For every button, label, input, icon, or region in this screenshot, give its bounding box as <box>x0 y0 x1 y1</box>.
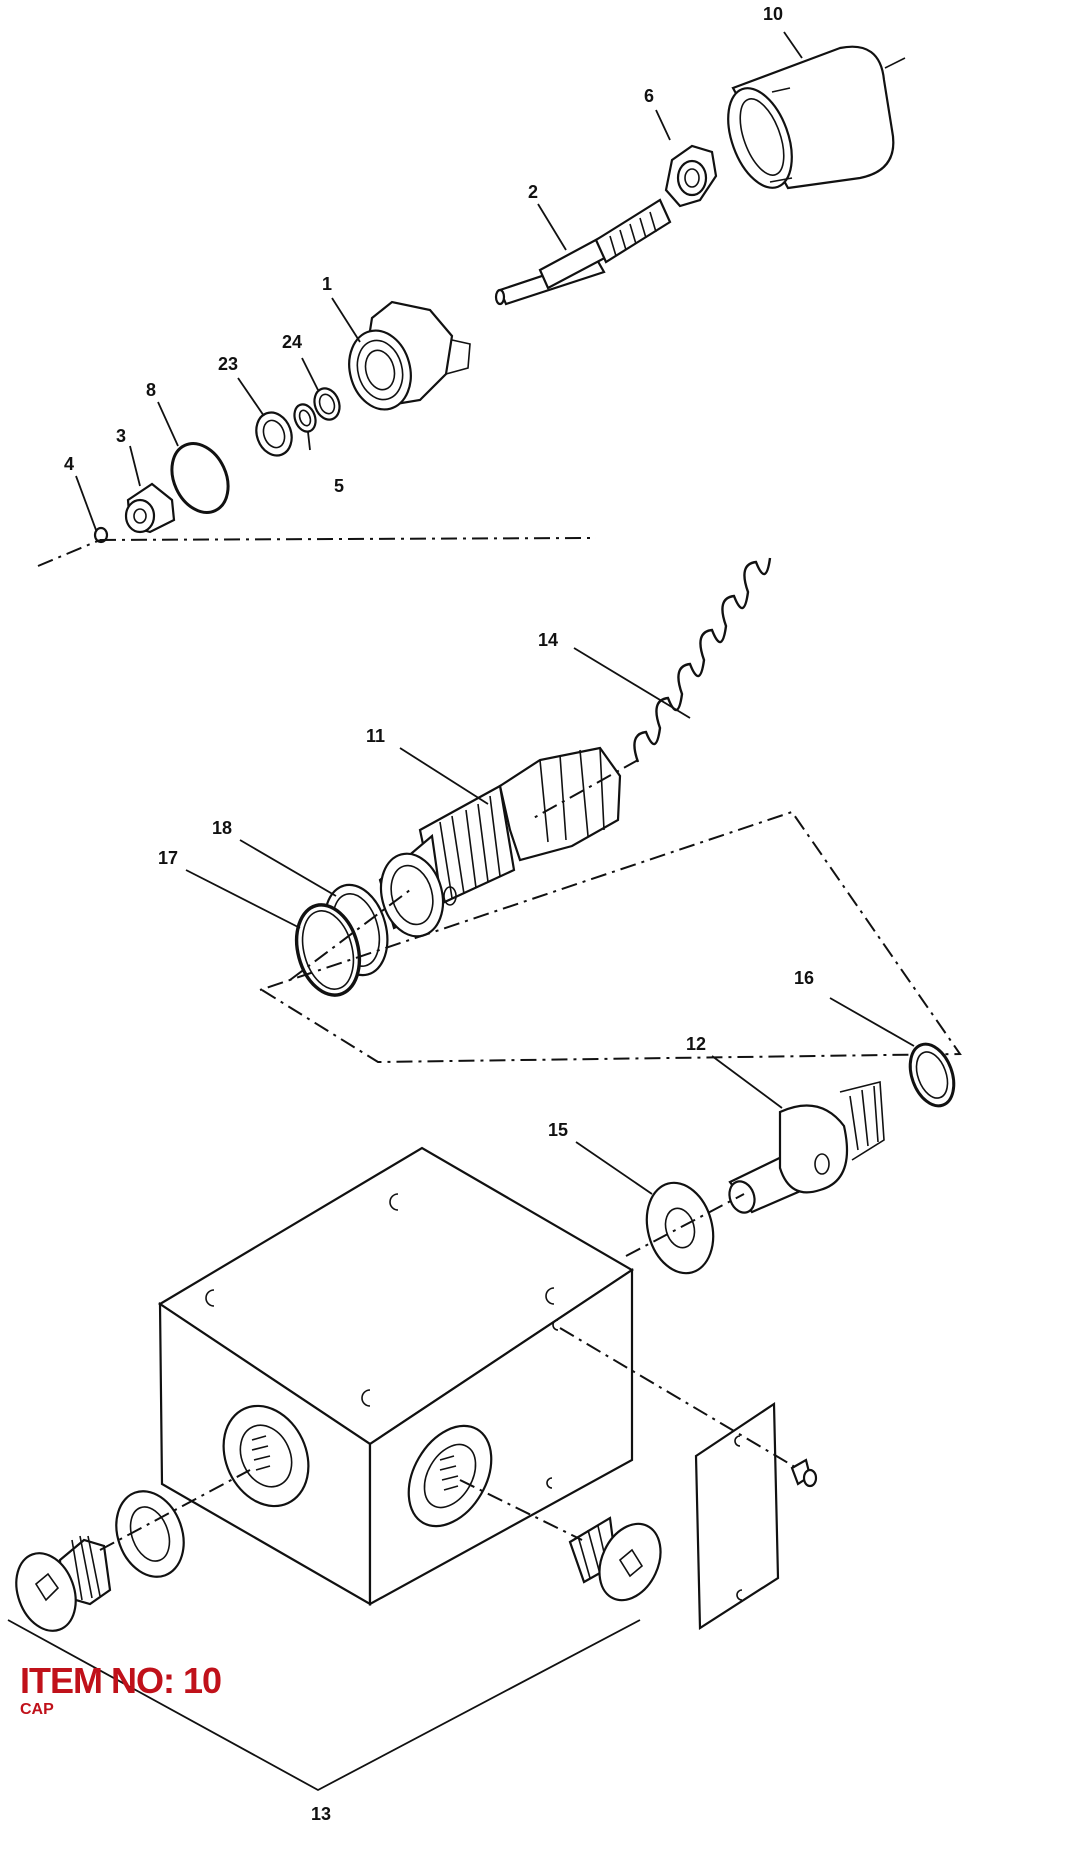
part-8-oring[interactable] <box>161 434 239 521</box>
item-info: ITEM NO: 10 CAP <box>20 1660 222 1720</box>
part-11-cartridge[interactable] <box>372 746 622 943</box>
callout-17: 17 <box>158 848 178 868</box>
callout-1: 1 <box>322 274 332 294</box>
part-6-nut[interactable] <box>664 144 718 208</box>
callout-13: 13 <box>311 1804 331 1824</box>
part-1-housing[interactable] <box>341 300 471 416</box>
callout-14: 14 <box>538 630 558 650</box>
item-name: CAP <box>20 1701 54 1718</box>
part-24-ring[interactable] <box>310 385 343 423</box>
callout-4: 4 <box>64 454 74 474</box>
callout-5: 5 <box>334 476 344 496</box>
callout-15: 15 <box>548 1120 568 1140</box>
callout-8: 8 <box>146 380 156 400</box>
callout-12: 12 <box>686 1034 706 1054</box>
part-13-manifold-block[interactable] <box>157 1146 635 1606</box>
part-2-shaft[interactable] <box>494 198 672 306</box>
callout-6: 6 <box>644 86 654 106</box>
port-washer-left[interactable] <box>105 1482 195 1587</box>
upper-assembly-envelope <box>37 539 101 567</box>
port-plug-right[interactable] <box>568 1514 672 1610</box>
callout-24: 24 <box>282 332 302 352</box>
part-10-cap[interactable] <box>716 45 906 197</box>
part-5-ring[interactable] <box>291 401 319 434</box>
callout-23: 23 <box>218 354 238 374</box>
nameplate[interactable] <box>694 1401 780 1630</box>
callout-labels: 10 6 2 1 24 23 8 3 4 5 14 11 18 17 16 12… <box>64 4 814 1824</box>
callout-10: 10 <box>763 4 783 24</box>
part-23-washer[interactable] <box>251 408 298 461</box>
callout-18: 18 <box>212 818 232 838</box>
leader-lines <box>75 31 915 1195</box>
part-15-washer[interactable] <box>637 1175 723 1280</box>
part-14-spring[interactable] <box>633 557 772 763</box>
part-16-snap-ring[interactable] <box>902 1038 961 1112</box>
callout-2: 2 <box>528 182 538 202</box>
middle-assembly-envelope <box>259 810 962 1064</box>
port-plug-left[interactable] <box>6 1535 112 1639</box>
part-3-plug[interactable] <box>124 482 176 534</box>
callout-16: 16 <box>794 968 814 988</box>
callout-3: 3 <box>116 426 126 446</box>
item-number-title: ITEM NO: 10 <box>20 1660 222 1701</box>
part-12-poppet[interactable] <box>725 1080 885 1216</box>
callout-11: 11 <box>366 726 385 746</box>
nameplate-screw[interactable] <box>790 1458 818 1488</box>
part-4-washer[interactable] <box>93 526 109 544</box>
